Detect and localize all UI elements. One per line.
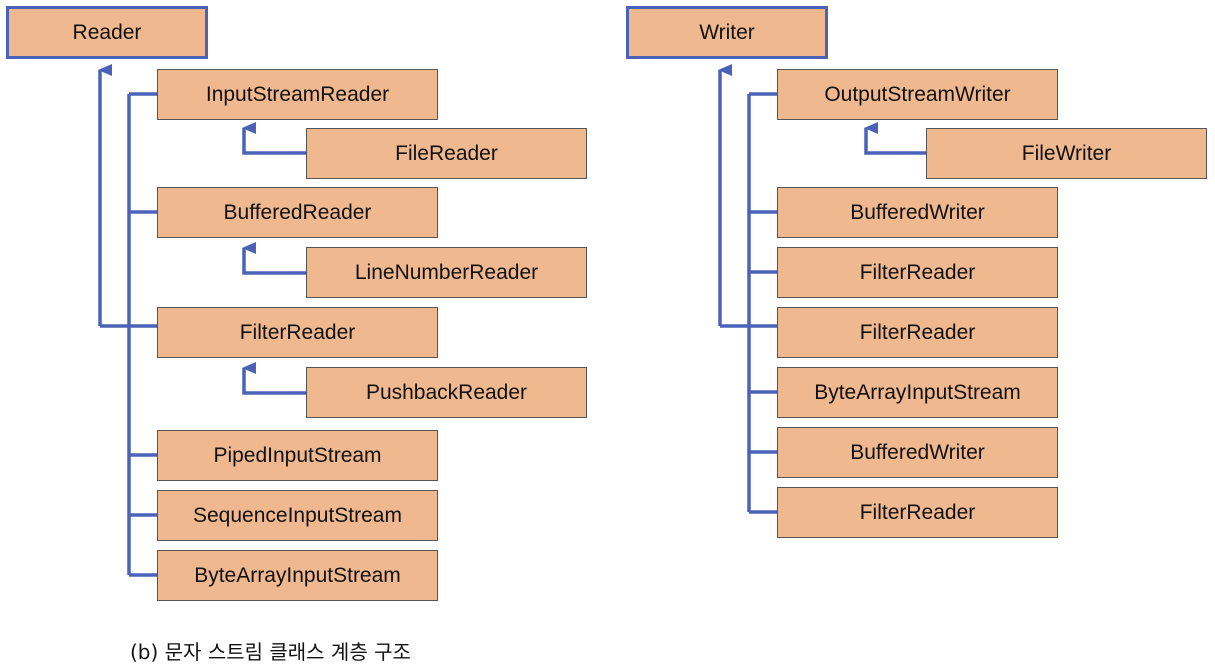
filter-reader-box: FilterReader: [777, 247, 1058, 298]
buffered-reader-box: BufferedReader: [157, 187, 438, 238]
file-reader-box: FileReader: [306, 128, 587, 179]
byte-array-input-stream-box: ByteArrayInputStream: [157, 550, 438, 601]
filter-reader-box: FilterReader: [777, 307, 1058, 358]
reader-root-box: Reader: [6, 6, 208, 59]
buffered-writer-box: BufferedWriter: [777, 187, 1058, 238]
file-writer-box: FileWriter: [926, 128, 1207, 179]
buffered-writer-box: BufferedWriter: [777, 427, 1058, 478]
sequence-input-stream-box: SequenceInputStream: [157, 490, 438, 541]
output-stream-writer-box: OutputStreamWriter: [777, 69, 1058, 120]
filter-reader-box: FilterReader: [157, 307, 438, 358]
pushback-reader-arrow: [242, 362, 307, 395]
filter-reader-box: FilterReader: [777, 487, 1058, 538]
input-stream-reader-box: InputStreamReader: [157, 69, 438, 120]
line-number-reader-arrow: [242, 242, 307, 275]
piped-input-stream-box: PipedInputStream: [157, 430, 438, 481]
byte-array-input-stream-box: ByteArrayInputStream: [777, 367, 1058, 418]
file-writer-arrow: [864, 122, 927, 155]
figure-caption: (b) 문자 스트림 클래스 계층 구조: [130, 640, 411, 664]
line-number-reader-box: LineNumberReader: [306, 247, 587, 298]
pushback-reader-box: PushbackReader: [306, 367, 587, 418]
writer-root-box: Writer: [626, 6, 828, 59]
file-reader-arrow: [242, 122, 307, 155]
